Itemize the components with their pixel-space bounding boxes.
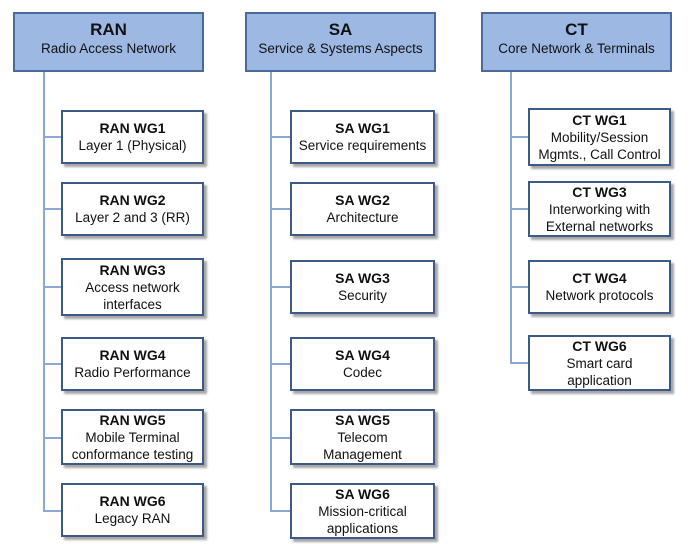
- wg-description: Telecom Management: [323, 429, 402, 462]
- wg-description: Layer 2 and 3 (RR): [75, 210, 190, 225]
- ran-connector-4: [43, 363, 63, 365]
- ct-wg4-box: CT WG4 Network protocols: [528, 260, 671, 314]
- ct-wg6-box: CT WG6 Smart card application: [528, 335, 671, 391]
- wg-description: Radio Performance: [74, 365, 191, 380]
- wg-description: Legacy RAN: [94, 511, 171, 526]
- ct-header-title: CT: [565, 20, 588, 39]
- wg-description: Service requirements: [298, 138, 427, 153]
- ct-connector-1: [510, 136, 530, 138]
- ct-connector-2: [510, 208, 530, 210]
- ran-connector-3: [43, 286, 63, 288]
- ran-connector-trunk: [43, 72, 45, 512]
- sa-connector-trunk: [270, 72, 272, 512]
- sa-connector-6: [270, 510, 292, 512]
- ran-connector-2: [43, 208, 63, 210]
- sa-wg3-box: SA WG3 Security: [290, 260, 435, 314]
- wg-title: SA WG5: [335, 411, 390, 428]
- wg-description: Network protocols: [545, 288, 654, 303]
- wg-title: CT WG4: [572, 270, 627, 286]
- wg-description: Mission-critical applications: [318, 503, 407, 536]
- wg-title: SA WG6: [335, 485, 390, 502]
- sa-connector-2: [270, 208, 292, 210]
- ran-wg4-box: RAN WG4 Radio Performance: [61, 337, 204, 391]
- wg-title: RAN WG6: [99, 493, 166, 509]
- ran-header: RAN Radio Access Network: [13, 12, 204, 72]
- wg-description: Access network interfaces: [85, 279, 180, 312]
- sa-connector-5: [270, 437, 292, 439]
- wg-title: CT WG6: [572, 337, 627, 354]
- sa-wg5-box: SA WG5 Telecom Management: [290, 409, 435, 465]
- wg-title: SA WG3: [335, 270, 390, 286]
- ran-wg1-box: RAN WG1 Layer 1 (Physical): [61, 110, 204, 164]
- sa-connector-1: [270, 136, 292, 138]
- ran-connector-6: [43, 510, 63, 512]
- ran-header-subtitle: Radio Access Network: [40, 41, 177, 56]
- wg-title: RAN WG1: [99, 120, 166, 136]
- ct-header-subtitle: Core Network & Terminals: [498, 41, 655, 56]
- sa-connector-3: [270, 286, 292, 288]
- ran-wg3-box: RAN WG3 Access network interfaces: [61, 258, 204, 316]
- wg-description: Layer 1 (Physical): [78, 138, 187, 153]
- wg-description: Smart card application: [566, 355, 633, 388]
- wg-title: RAN WG2: [99, 192, 166, 208]
- ran-wg5-box: RAN WG5 Mobile Terminal conformance test…: [61, 409, 204, 465]
- ran-connector-5: [43, 437, 63, 439]
- wg-title: RAN WG3: [99, 261, 166, 278]
- ct-connector-trunk: [510, 72, 512, 364]
- wg-description: Codec: [342, 365, 383, 380]
- sa-wg6-box: SA WG6 Mission-critical applications: [290, 483, 435, 539]
- wg-title: CT WG1: [572, 111, 627, 128]
- wg-title: RAN WG4: [99, 347, 166, 363]
- ran-wg6-box: RAN WG6 Legacy RAN: [61, 483, 204, 537]
- wg-description: Mobile Terminal conformance testing: [71, 429, 194, 462]
- sa-wg2-box: SA WG2 Architecture: [290, 182, 435, 236]
- ran-header-title: RAN: [90, 20, 127, 39]
- wg-title: SA WG1: [335, 120, 390, 136]
- sa-connector-4: [270, 363, 292, 365]
- ct-wg3-box: CT WG3 Interworking with External networ…: [528, 181, 671, 237]
- wg-title: SA WG4: [335, 347, 390, 363]
- wg-title: CT WG3: [572, 183, 627, 200]
- ran-wg2-box: RAN WG2 Layer 2 and 3 (RR): [61, 182, 204, 236]
- wg-description: Security: [338, 288, 387, 303]
- ct-wg1-box: CT WG1 Mobility/Session Mgmts., Call Con…: [528, 108, 671, 166]
- sa-header-title: SA: [328, 20, 353, 39]
- sa-header-subtitle: Service & Systems Aspects: [258, 41, 423, 56]
- sa-header: SA Service & Systems Aspects: [245, 12, 436, 72]
- ct-header: CT Core Network & Terminals: [481, 12, 672, 72]
- sa-wg1-box: SA WG1 Service requirements: [290, 110, 435, 164]
- wg-title: SA WG2: [335, 192, 390, 208]
- wg-description: Architecture: [326, 210, 399, 225]
- wg-description: Interworking with External networks: [545, 201, 654, 234]
- wg-description: Mobility/Session Mgmts., Call Control: [538, 129, 661, 162]
- sa-wg4-box: SA WG4 Codec: [290, 337, 435, 391]
- ct-connector-3: [510, 286, 530, 288]
- wg-title: RAN WG5: [99, 411, 166, 428]
- ct-connector-4: [510, 362, 530, 364]
- ran-connector-1: [43, 136, 63, 138]
